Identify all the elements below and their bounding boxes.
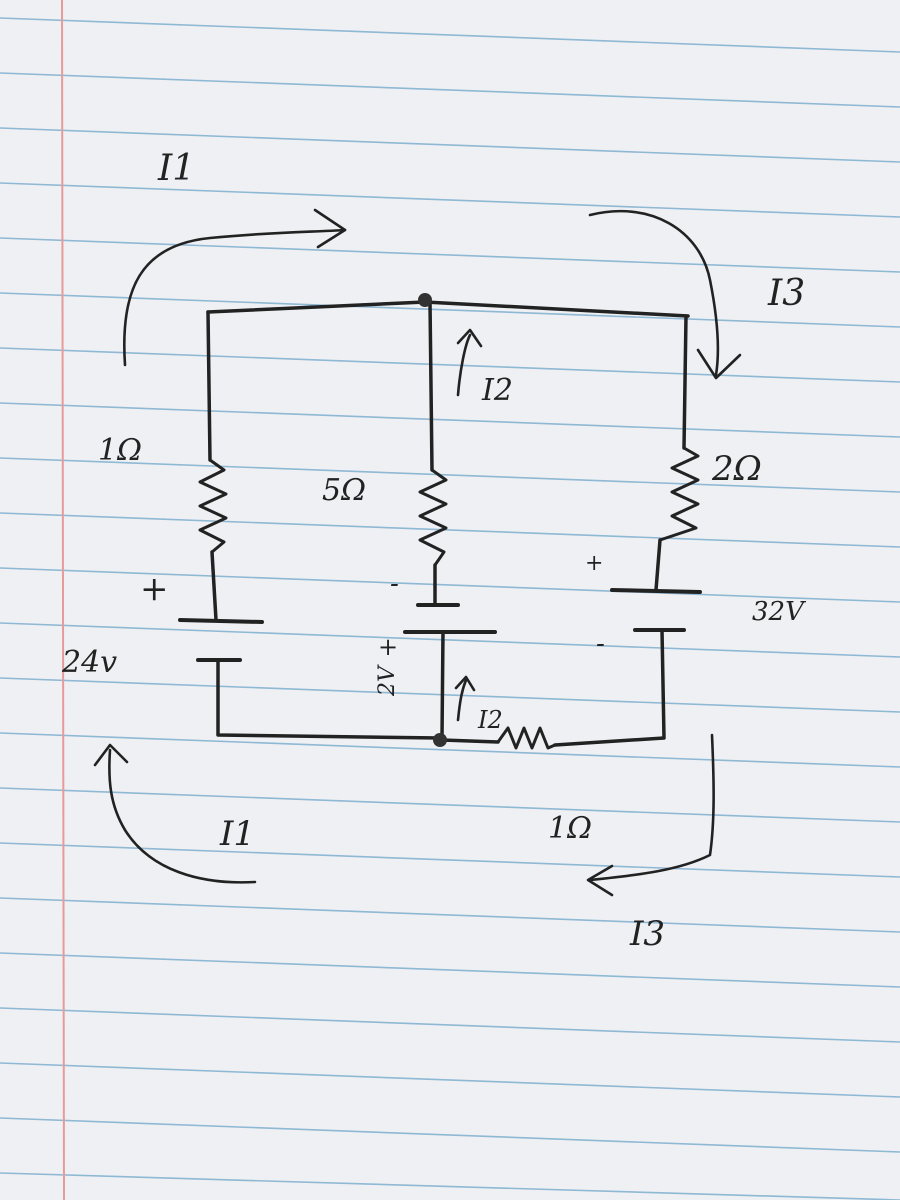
battery-left-long-plate (178, 618, 264, 624)
label-i1-bottom: I1 (219, 814, 255, 854)
margin-line (61, 0, 65, 1200)
arrow-i2-lower-head (454, 675, 476, 692)
label-v-middle: 2V (375, 664, 400, 697)
middle-branch-upper (428, 300, 434, 472)
left-branch-upper (206, 310, 212, 462)
label-minus-middle: - (390, 569, 399, 599)
label-v-left: 24v (61, 645, 117, 680)
bottom-wire (440, 738, 500, 744)
resistor-left-1ohm (198, 458, 228, 554)
resistor-middle-5ohm (418, 468, 448, 566)
battery-right-long-plate (610, 588, 702, 594)
label-v-right: 32V (752, 597, 806, 627)
label-i2-lower: I2 (477, 706, 503, 734)
arrow-i3-bottom-head (586, 864, 614, 897)
label-i3-bottom: I3 (629, 914, 665, 954)
resistors (198, 446, 700, 750)
arrow-i1-bottom-head (93, 743, 129, 767)
label-minus-right: - (596, 629, 605, 659)
label-plus-right: + (585, 551, 603, 576)
label-i2-upper: I2 (481, 373, 513, 408)
right-branch-upper (682, 314, 688, 450)
right-branch-lower (553, 628, 666, 747)
arrow-i2-upper (456, 333, 472, 397)
circuit-labels: 1Ω 5Ω 2Ω 1Ω 24v 2V 32V + + + - - I1 I1 I… (61, 148, 806, 954)
label-plus-left: + (140, 569, 169, 609)
resistor-bottom-1ohm (496, 726, 556, 750)
arrow-i1-bottom (108, 748, 257, 884)
arrow-i1-top (123, 228, 347, 367)
arrow-i3-bottom (588, 733, 715, 882)
arrow-i3-top (588, 209, 720, 377)
arrow-i3-top-head (696, 348, 742, 380)
arrow-i2-upper-head (456, 328, 483, 348)
node-top (418, 293, 432, 307)
ruled-lines (0, 17, 900, 1200)
arrow-i1-top-head (313, 208, 347, 249)
label-r-bottom: 1Ω (548, 811, 592, 846)
middle-branch-lower (440, 630, 445, 740)
label-r-left: 1Ω (98, 433, 142, 468)
node-bottom (433, 733, 447, 747)
current-arrows (93, 208, 742, 897)
arrow-i2-lower (456, 678, 468, 722)
label-i1-top: I1 (157, 148, 195, 189)
right-branch-mid (654, 538, 662, 592)
battery-left-lead (210, 550, 218, 622)
label-i3-top: I3 (767, 273, 805, 314)
label-plus-middle: + (378, 633, 398, 661)
batteries (178, 550, 702, 662)
label-r-right: 2Ω (711, 449, 762, 489)
left-branch-lower (216, 658, 442, 740)
resistor-right-2ohm (659, 446, 700, 542)
label-r-middle: 5Ω (322, 473, 366, 508)
